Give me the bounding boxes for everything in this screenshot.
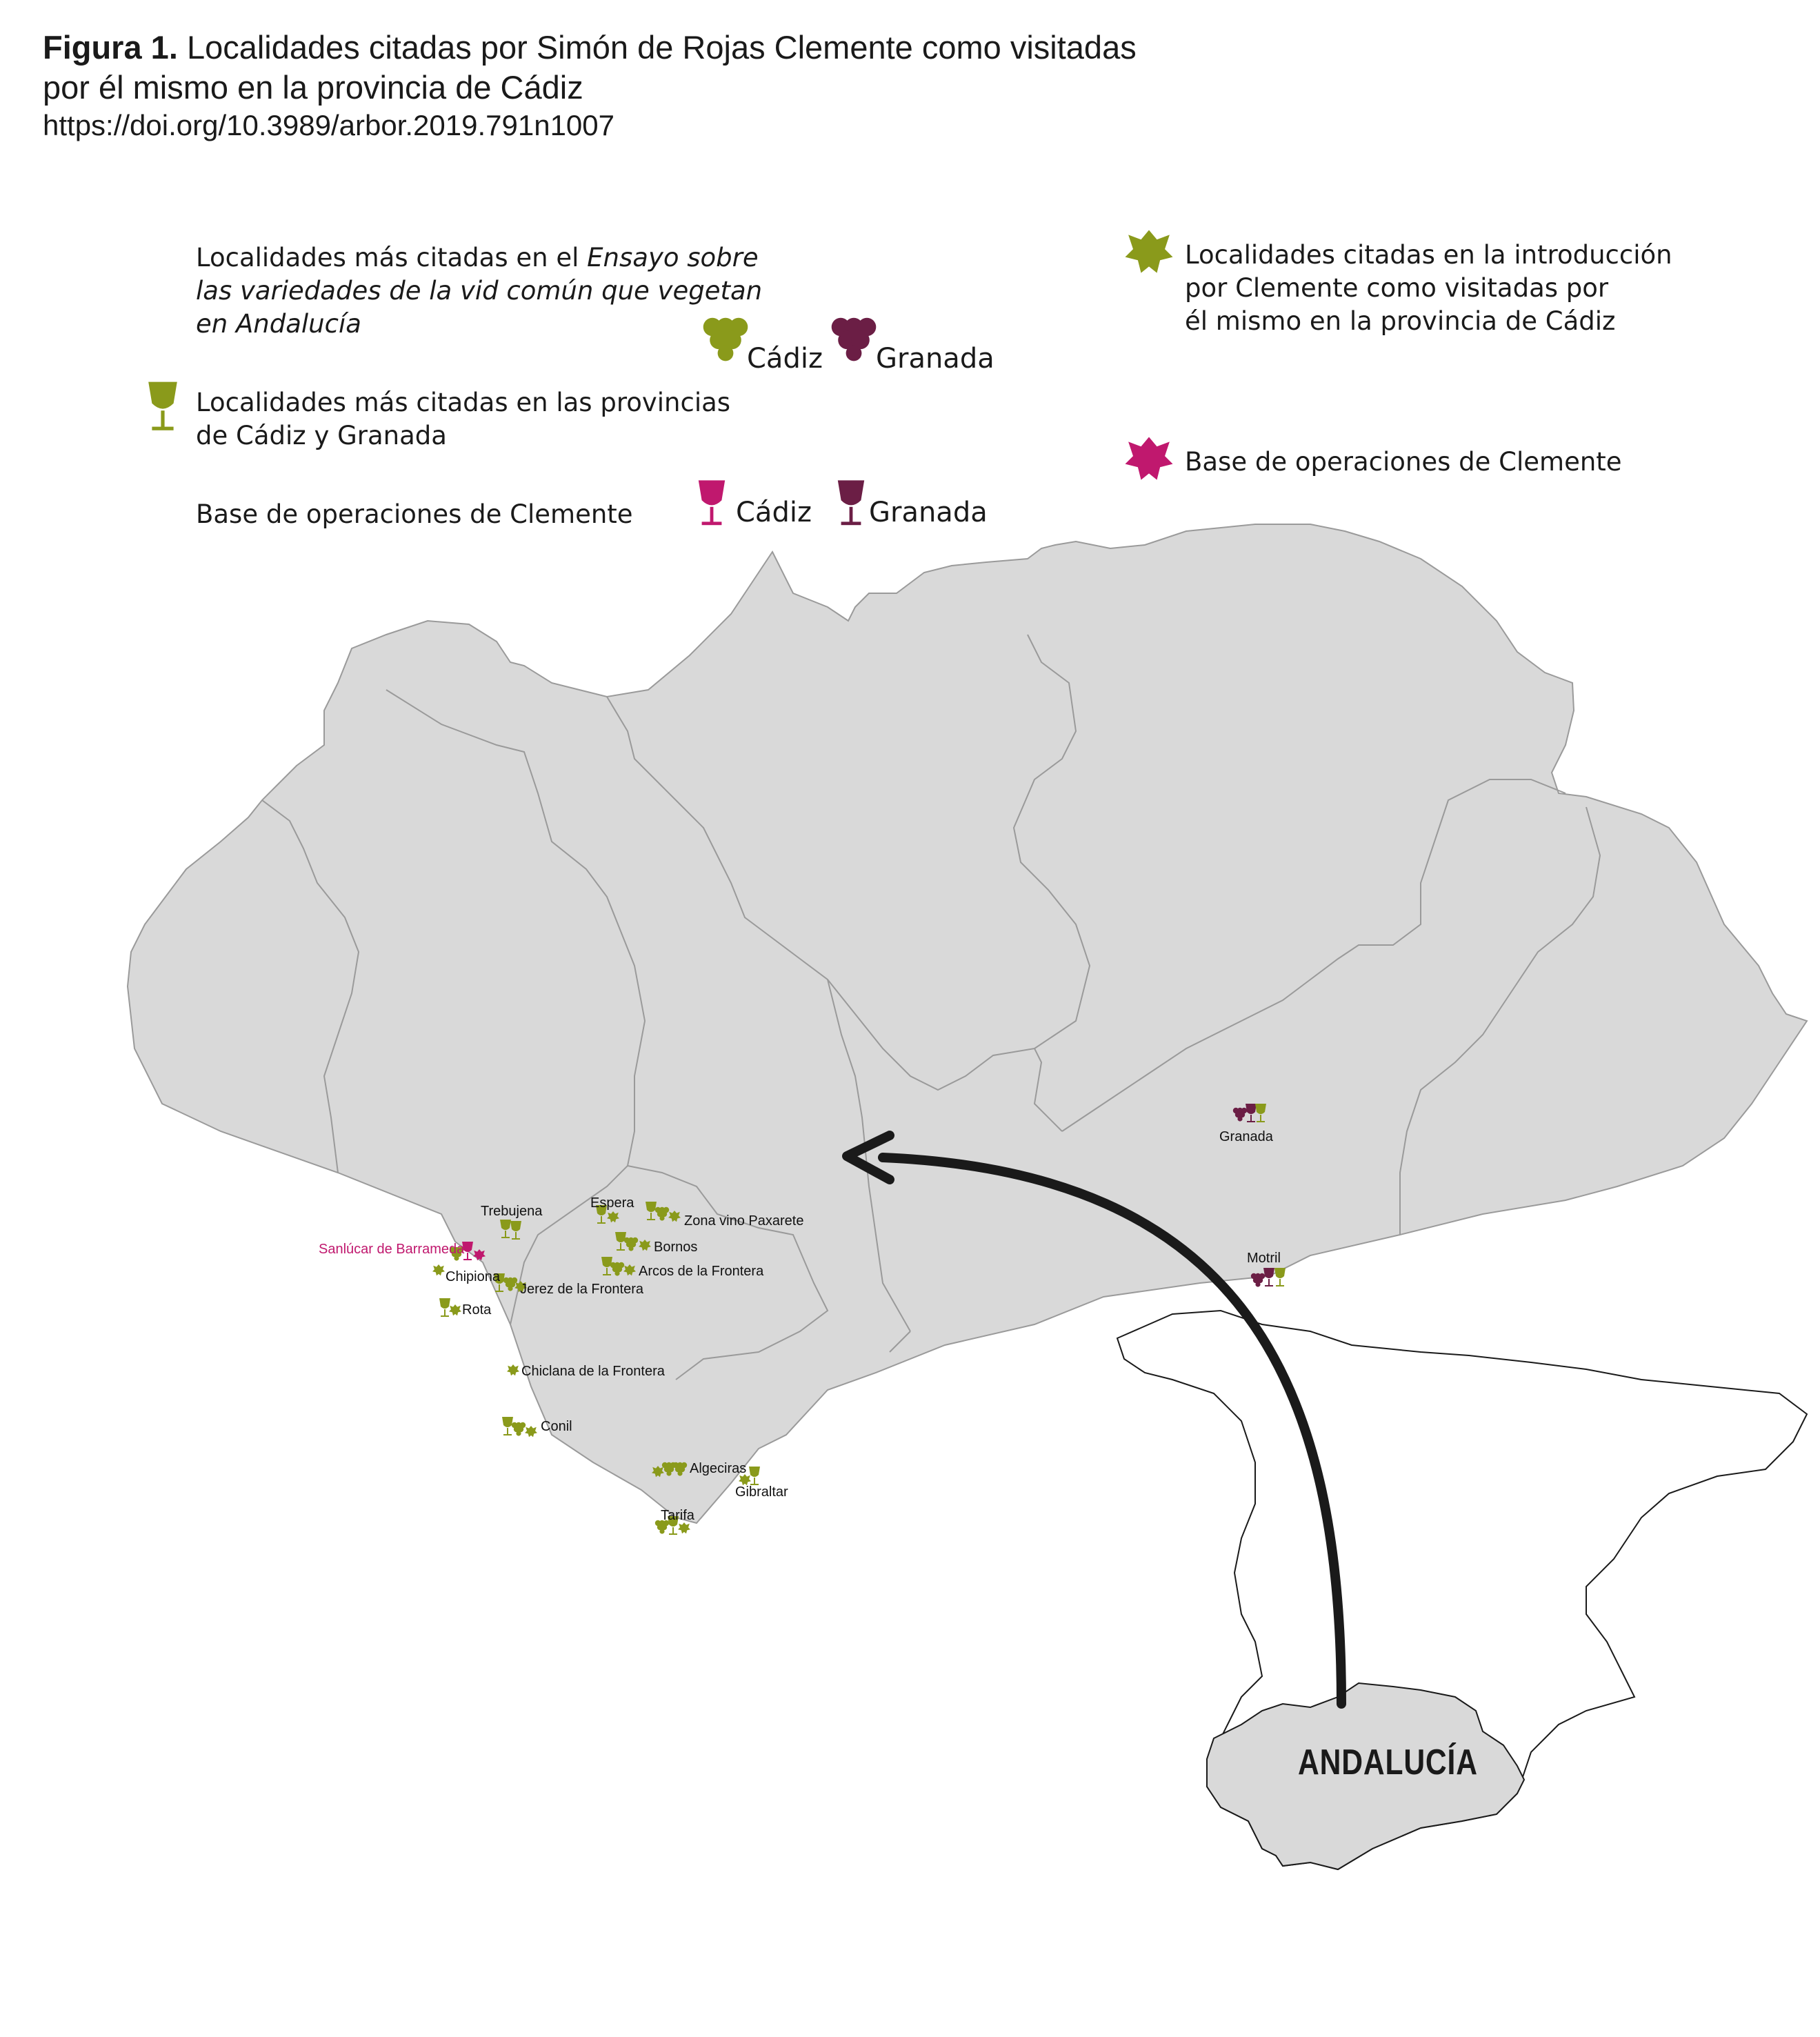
figure-label: Figura 1. — [43, 29, 178, 66]
glass-icon — [1274, 1268, 1286, 1286]
province-borders — [261, 634, 1601, 1380]
legend-ensayo-italic-1: Ensayo sobre — [587, 243, 759, 272]
town-label-jerez: Jerez de la Frontera — [520, 1282, 643, 1297]
glass-icon — [749, 1467, 760, 1485]
wine-glass-icon — [698, 480, 726, 526]
town-label-rota: Rota — [462, 1302, 492, 1318]
legend-intro-line-3: él mismo en la provincia de Cádiz — [1185, 306, 1616, 336]
town-label-motril: Motril — [1247, 1251, 1281, 1266]
glass-icon — [439, 1298, 450, 1317]
town-label-bornos: Bornos — [654, 1240, 698, 1255]
leaf-icon — [525, 1426, 537, 1438]
town-label-arcos: Arcos de la Frontera — [639, 1264, 764, 1279]
andalucia-inset-region — [1206, 1682, 1526, 1871]
town-label-trebujena: Trebujena — [481, 1204, 543, 1219]
legend-base-granada-label: Granada — [869, 497, 988, 528]
leaf-icon — [507, 1364, 519, 1376]
legend-ensayo-line-1: Localidades más citadas en el Ensayo sob… — [196, 241, 851, 275]
glass-icon — [502, 1417, 513, 1435]
andalucia-map — [126, 524, 1808, 1524]
town-label-conil: Conil — [541, 1419, 572, 1434]
leaf-icon — [432, 1264, 445, 1276]
legend-ensayo-line-2: las variedades de la vid común que veget… — [196, 275, 851, 308]
leaf-icon — [678, 1522, 690, 1534]
town-label-sanlucar: Sanlúcar de Barrameda — [319, 1242, 465, 1257]
legend-provincias-line-1: Localidades más citadas en las provincia… — [196, 388, 731, 417]
wine-glass-icon — [148, 381, 177, 430]
town-label-paxarete: Zona vino Paxarete — [684, 1213, 804, 1229]
legend-provincias-line-2: de Cádiz y Granada — [196, 421, 447, 450]
legend-cadiz-grape-label: Cádiz — [747, 343, 823, 375]
legend-ensayo-prefix: Localidades más citadas en el — [196, 243, 588, 272]
town-label-espera: Espera — [590, 1195, 634, 1211]
figure-title-1: Localidades citadas por Simón de Rojas C… — [186, 29, 1137, 66]
town-label-algeciras: Algeciras — [690, 1461, 747, 1476]
arrow-shaft — [878, 1153, 1346, 1709]
andalucia-region — [126, 524, 1808, 1524]
town-label-tarifa: Tarifa — [661, 1508, 694, 1523]
vine-leaf-icon — [1125, 230, 1173, 273]
legend-base-left: Base de operaciones de Clemente — [196, 499, 633, 529]
arrow — [842, 1131, 1346, 1709]
legend-intro: Localidades citadas en la introducción p… — [1185, 239, 1806, 338]
figure-caption: Figura 1. Localidades citadas por Simón … — [43, 28, 1215, 143]
legend-intro-line-2: por Clemente como visitadas por — [1185, 273, 1609, 303]
town-label-chiclana: Chiclana de la Frontera — [521, 1364, 665, 1379]
figure-title-2: por él mismo en la provincia de Cádiz — [43, 69, 583, 106]
legend-base-cadiz-label: Cádiz — [736, 497, 812, 528]
caption-line-1: Figura 1. Localidades citadas por Simón … — [43, 28, 1215, 68]
grape-icon — [1250, 1273, 1266, 1287]
legend-ensayo-italic-2: las variedades de la vid común que veget… — [196, 276, 763, 306]
legend-ensayo-line-3: en Andalucía — [196, 308, 851, 341]
legend-ensayo-italic-3: en Andalucía — [196, 309, 361, 339]
town-label-granada: Granada — [1219, 1129, 1273, 1144]
figure-doi: https://doi.org/10.3989/arbor.2019.791n1… — [43, 109, 615, 141]
vine-leaf-icon — [1125, 437, 1173, 480]
inset-andalucia-label: ANDALUCÍA — [1298, 1742, 1478, 1782]
legend-base-right: Base de operaciones de Clemente — [1185, 447, 1622, 477]
spain-inset — [1116, 1309, 1808, 1871]
leaf-icon — [449, 1304, 461, 1316]
town-label-gibraltar: Gibraltar — [735, 1484, 788, 1500]
legend-intro-line-1: Localidades citadas en la introducción — [1185, 240, 1672, 270]
legend-granada-grape-label: Granada — [876, 343, 994, 375]
arrow-head — [842, 1131, 894, 1184]
legend-provincias: Localidades más citadas en las provincia… — [196, 386, 851, 453]
grape-icon — [511, 1422, 526, 1436]
wine-glass-icon — [837, 480, 865, 526]
town-label-chipiona: Chipiona — [446, 1269, 500, 1284]
legend-ensayo: Localidades más citadas en el Ensayo sob… — [196, 241, 851, 341]
